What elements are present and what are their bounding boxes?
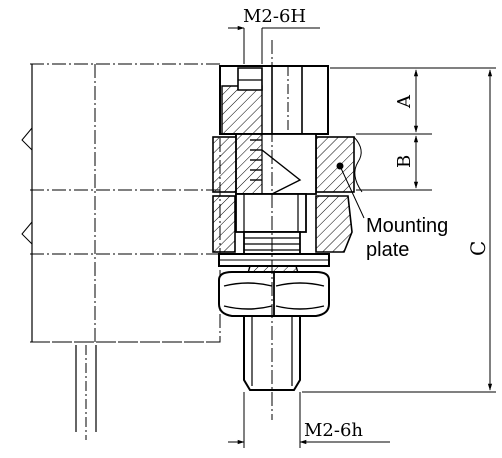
dim-thread-bottom	[228, 392, 390, 448]
thread-label-bottom: M2-6h	[304, 420, 363, 441]
washer	[218, 253, 330, 267]
thread-label-top: M2-6H	[243, 6, 306, 27]
callout-line-2: plate	[366, 239, 409, 261]
dim-lines	[302, 67, 496, 393]
dim-thread-top	[228, 25, 320, 64]
dim-c-label: C	[466, 241, 490, 256]
component-housing	[21, 63, 222, 440]
plunger-body	[235, 133, 317, 255]
plunger-head	[219, 65, 329, 135]
hex-nut	[218, 265, 330, 317]
callout-line-1: Mounting	[366, 215, 448, 237]
callout-leader	[336, 162, 365, 219]
dim-b-label: B	[394, 155, 415, 168]
dim-a-label: A	[394, 94, 415, 109]
